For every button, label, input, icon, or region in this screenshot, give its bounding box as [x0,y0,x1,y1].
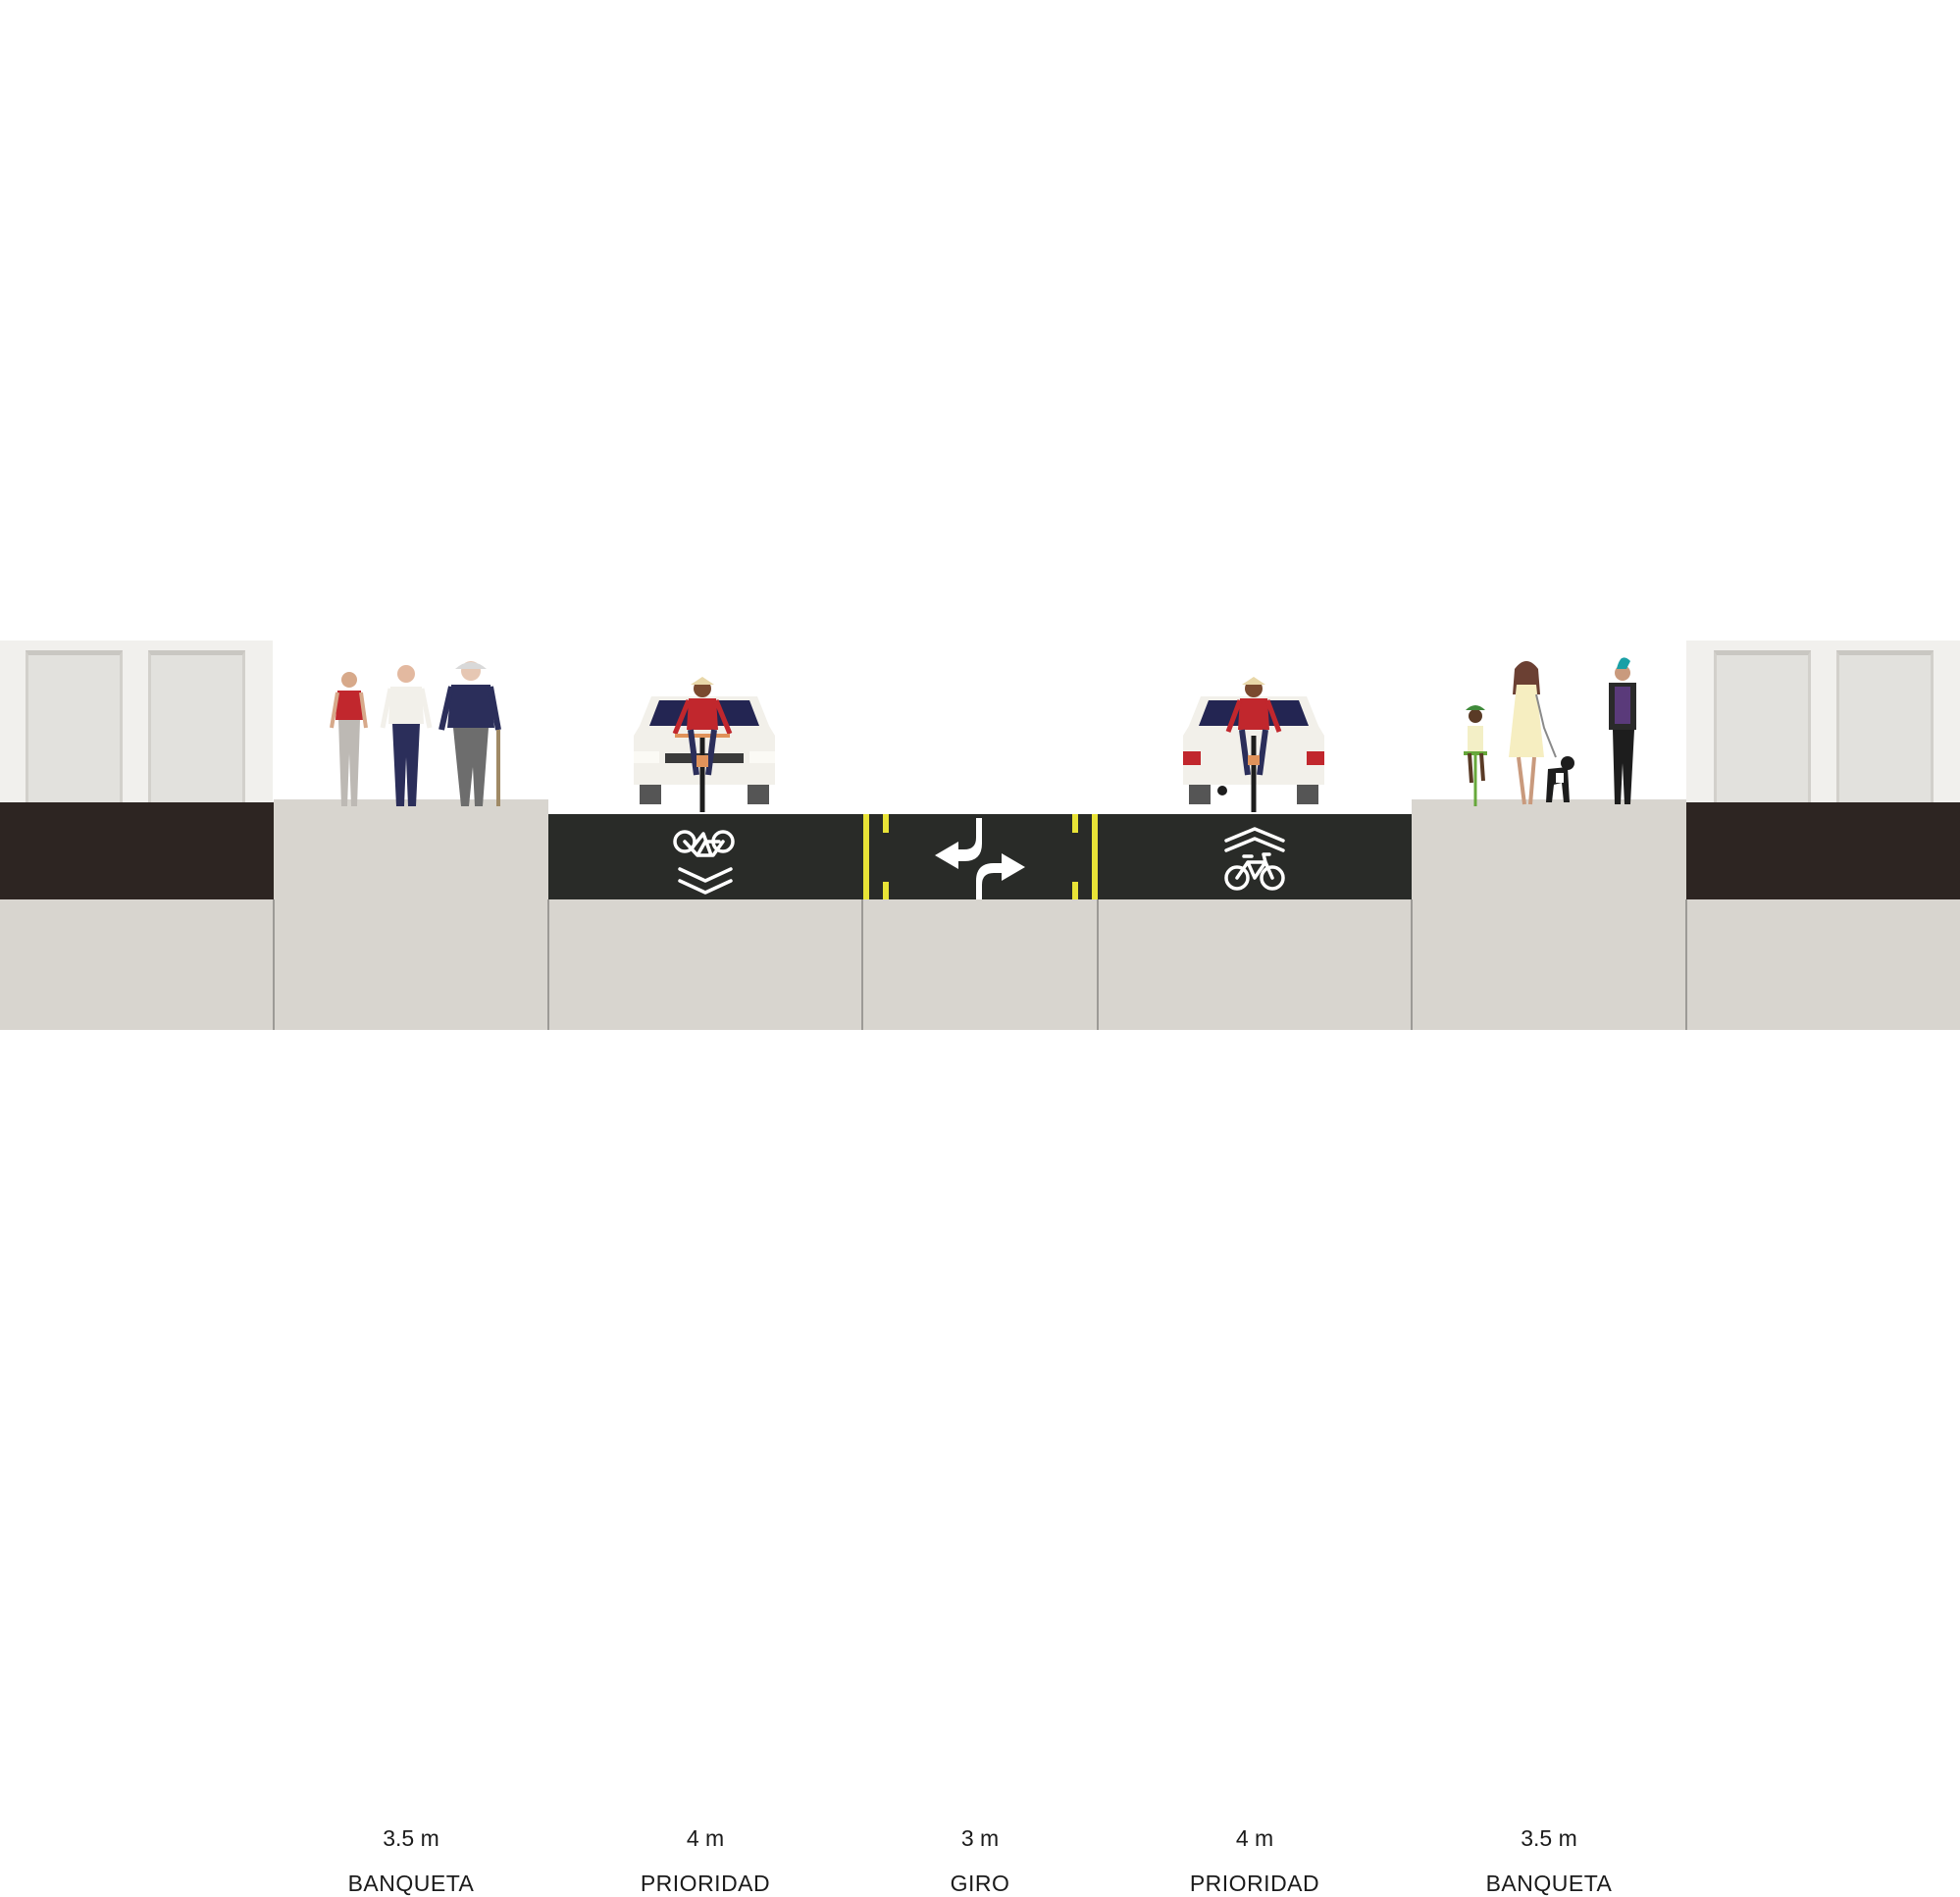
lane-line-solid [1092,814,1098,900]
pedestrians-left [326,659,507,808]
car-with-cyclist [1181,677,1326,814]
segment-banqueta-right: 3.5 m BANQUETA [1412,899,1686,1896]
segment-prioridad-1: 4 m PRIORIDAD [548,899,862,1896]
segment-banqueta-left: 3.5 m BANQUETA [274,899,548,1896]
ground-strip-right [1686,802,1960,900]
segment-name-label: BANQUETA [1485,1871,1613,1896]
lane-line-dash [1072,882,1078,900]
tandem-bike-marking-icon [670,822,741,895]
label-strip-right-filler [1686,899,1960,1030]
building-window [26,650,123,807]
segment-divider [1097,899,1099,1030]
lane-line-dash [883,814,889,833]
segment-divider [861,899,863,1030]
segment-width-label: 3.5 m [1521,1825,1577,1851]
segment-divider [1411,899,1413,1030]
pedestrians-right [1454,655,1648,808]
turn-arrows-icon [931,816,1029,900]
segment-width-label: 3.5 m [383,1825,439,1851]
building-right [1686,641,1960,807]
ground-strip-left [0,802,274,900]
segment-name-label: PRIORIDAD [1189,1871,1320,1896]
sharrow-bike-marking-icon [0,827,65,894]
segment-name-label: BANQUETA [347,1871,475,1896]
building-left [0,641,273,807]
segment-width-label: 4 m [1235,1825,1274,1851]
segment-name-label: PRIORIDAD [640,1871,771,1896]
segment-width-label: 3 m [960,1825,1000,1851]
car-with-cyclist [632,677,777,814]
segment-giro: 3 m GIRO [862,899,1098,1896]
segment-divider [547,899,549,1030]
segment-width-label: 4 m [686,1825,725,1851]
segment-prioridad-2: 4 m PRIORIDAD [1098,899,1412,1896]
building-window [1836,650,1934,807]
sidewalk-right [1412,799,1686,900]
segment-divider [1685,899,1687,1030]
lane-line-solid [863,814,869,900]
sidewalk-left [274,799,548,900]
building-window [1714,650,1811,807]
building-window [148,650,245,807]
label-strip-left-filler [0,899,274,1030]
lane-line-dash [1072,814,1078,833]
lane-line-dash [883,882,889,900]
segment-divider [273,899,275,1030]
segment-name-label: GIRO [950,1871,1010,1896]
sharrow-bike-marking-icon [1222,827,1287,894]
